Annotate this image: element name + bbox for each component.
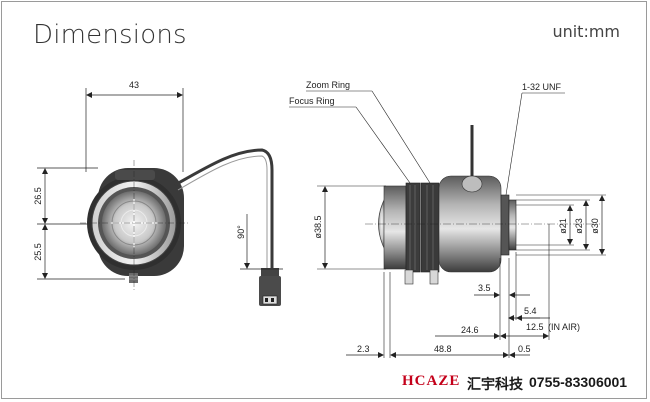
- page-title: Dimensions: [33, 20, 187, 50]
- front-width-label: 43: [129, 80, 139, 90]
- side-zoom-ring: [420, 182, 440, 273]
- unit-label: unit:mm: [552, 22, 620, 41]
- zoom-ring-label: Zoom Ring: [306, 80, 350, 90]
- front-cable: [174, 148, 274, 268]
- focus-ring-label: Focus Ring: [289, 96, 335, 106]
- dia-38-5-label: ø38.5: [313, 215, 323, 238]
- thread-label: 1-32 UNF: [522, 82, 562, 92]
- dim-2-3-label: 2.3: [357, 344, 370, 354]
- dia-30-label: ø30: [590, 218, 600, 234]
- in-air-label: (IN AIR): [548, 322, 580, 332]
- dim-0-5-label: 0.5: [518, 344, 531, 354]
- side-view: Zoom Ring Focus Ring 1-32 UNF: [289, 80, 606, 358]
- side-rear-mount: [508, 199, 517, 251]
- brand-logo: HCAZE: [402, 373, 461, 389]
- side-focus-ring: [405, 182, 421, 273]
- dia-21-label: ø21: [558, 218, 568, 234]
- phone-number: 0755-83306001: [529, 374, 628, 390]
- front-view: 43 26.5 25.5: [33, 80, 283, 306]
- dim-12-5-label: 12.5: [526, 322, 544, 332]
- brand-chinese-name: 汇宇科技: [467, 377, 523, 393]
- dim-48-8-label: 48.8: [434, 344, 452, 354]
- side-front-barrel: [383, 185, 407, 270]
- dim-5-4-label: 5.4: [524, 306, 537, 316]
- front-lower-height-label: 25.5: [33, 243, 43, 261]
- dia-23-label: ø23: [574, 218, 584, 234]
- dim-24-6-label: 24.6: [461, 325, 479, 335]
- front-upper-height-label: 26.5: [33, 187, 43, 205]
- cable-angle-label: 90°: [236, 225, 246, 239]
- dim-3-5-label: 3.5: [478, 283, 491, 293]
